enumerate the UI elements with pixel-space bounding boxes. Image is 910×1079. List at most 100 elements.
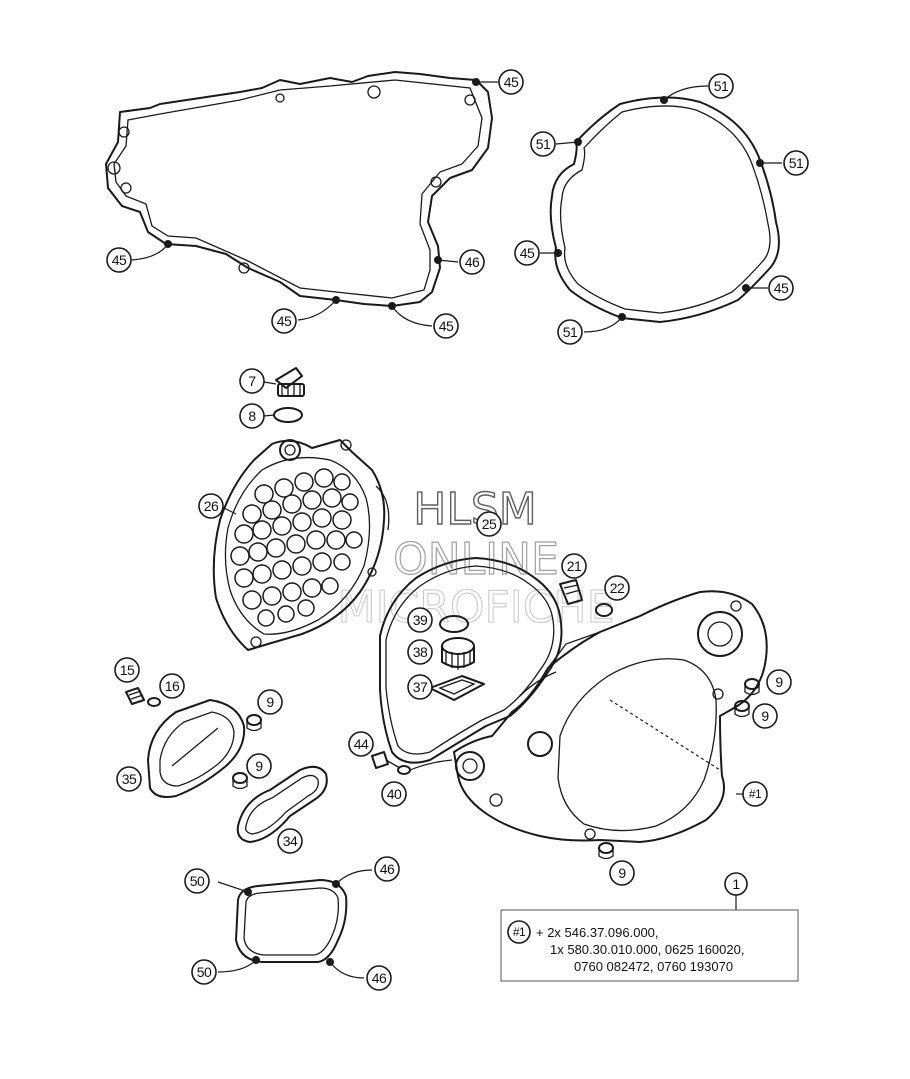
o-ring — [273, 407, 303, 423]
callout-16: 16 — [159, 673, 185, 699]
callout-9: 9 — [766, 669, 792, 695]
callout-label: 51 — [789, 155, 804, 171]
callout-50: 50 — [184, 868, 210, 894]
callout-label: 40 — [387, 786, 402, 802]
callout-label: 26 — [204, 498, 219, 514]
o-ring-39 — [439, 615, 469, 633]
callout-label: 45 — [439, 318, 454, 334]
callout-1: 1 — [724, 872, 748, 896]
callout-label: 9 — [266, 694, 274, 710]
callout-51: 51 — [708, 73, 734, 99]
callout-21: 21 — [561, 553, 587, 579]
callout-label: 44 — [354, 736, 369, 752]
callout-label: 46 — [465, 254, 480, 270]
assembly-note: #1 + 2x 546.37.096.000, 1x 580.30.010.00… — [500, 909, 799, 982]
callout-9: 9 — [752, 703, 778, 729]
callout-hash-1: #1 — [742, 781, 768, 807]
callout-51: 51 — [783, 150, 809, 176]
ignition-cover-gasket — [105, 71, 493, 310]
callout-label: 50 — [197, 964, 212, 980]
callout-50: 50 — [191, 959, 217, 985]
callout-45: 45 — [433, 313, 459, 339]
callout-label: 22 — [610, 580, 625, 596]
callout-label: 46 — [372, 970, 387, 986]
note-ref-badge: #1 — [507, 920, 531, 944]
callout-26: 26 — [198, 493, 224, 519]
note-line-1: + 2x 546.37.096.000, — [536, 925, 659, 940]
bolt-44 — [371, 751, 401, 769]
honeycomb-pattern — [230, 468, 363, 627]
callout-label: 46 — [380, 861, 395, 877]
callout-label: 8 — [248, 408, 256, 424]
clutch-cover-assembly — [453, 590, 768, 843]
watermark-line-1: HLSM — [413, 484, 537, 535]
callout-label: 45 — [504, 74, 519, 90]
callout-label: 9 — [775, 674, 783, 690]
callout-label: 45 — [112, 252, 127, 268]
callout-46: 46 — [374, 856, 400, 882]
callout-label: 9 — [761, 708, 769, 724]
callout-51: 51 — [530, 131, 556, 157]
seal-plate-37 — [429, 675, 485, 701]
callout-51: 51 — [557, 319, 583, 345]
callout-15: 15 — [114, 657, 140, 683]
callout-label: 51 — [714, 78, 729, 94]
bolt-15 — [125, 687, 145, 705]
watermark-line-2: ONLINE — [393, 534, 559, 585]
callout-7: 7 — [239, 368, 265, 394]
callout-label: 21 — [567, 558, 582, 574]
callout-label: 50 — [190, 873, 205, 889]
callout-label: 51 — [563, 324, 578, 340]
note-ref-label: #1 — [513, 925, 526, 939]
callout-label: 51 — [536, 136, 551, 152]
callout-45: 45 — [271, 308, 297, 334]
callout-label: 25 — [482, 516, 497, 532]
callout-22: 22 — [604, 575, 630, 601]
callout-label: 45 — [277, 313, 292, 329]
callout-label: 15 — [120, 662, 135, 678]
callout-35: 35 — [116, 766, 142, 792]
watermark: HLSM ONLINE MICROFICHE — [337, 483, 615, 633]
washer-16 — [147, 697, 161, 707]
callout-label: 34 — [283, 833, 298, 849]
callout-label: 35 — [122, 771, 137, 787]
callout-45: 45 — [106, 247, 132, 273]
callout-38: 38 — [407, 639, 433, 665]
water-pump-gasket-34 — [236, 765, 328, 843]
callout-39: 39 — [407, 607, 433, 633]
callout-9: 9 — [257, 689, 283, 715]
callout-label: 9 — [255, 758, 263, 774]
water-pump-cover-35 — [147, 699, 246, 798]
washer-40 — [397, 759, 453, 775]
callout-8: 8 — [239, 403, 265, 429]
callout-45: 45 — [768, 275, 794, 301]
callout-9: 9 — [609, 860, 635, 886]
screw-21 — [559, 579, 583, 605]
callout-label: 45 — [520, 245, 535, 261]
callout-40: 40 — [381, 781, 407, 807]
note-line-2: 1x 580.30.010.000, 0625 160020, — [550, 942, 744, 957]
callout-46: 46 — [459, 249, 485, 275]
small-cover-gasket — [235, 879, 348, 966]
callout-34: 34 — [277, 828, 303, 854]
bearing-38 — [441, 637, 475, 670]
callout-label: 7 — [248, 373, 256, 389]
callout-label: 1 — [732, 876, 740, 892]
callout-37: 37 — [407, 674, 433, 700]
callout-44: 44 — [348, 731, 374, 757]
callout-label: 39 — [413, 612, 428, 628]
callout-label: 16 — [165, 678, 180, 694]
callout-46: 46 — [366, 965, 392, 991]
callout-45: 45 — [498, 69, 524, 95]
callout-label: 37 — [413, 679, 428, 695]
outer-clutch-cover — [212, 439, 390, 651]
cover-gasket — [379, 557, 563, 764]
callout-45: 45 — [514, 240, 540, 266]
clutch-cover-gasket — [549, 96, 780, 323]
dowel-pins — [232, 678, 760, 860]
note-line-3: 0760 082472, 0760 193070 — [574, 959, 733, 974]
washer-22 — [595, 603, 613, 617]
callout-label: 45 — [774, 280, 789, 296]
callout-label: 9 — [618, 865, 626, 881]
